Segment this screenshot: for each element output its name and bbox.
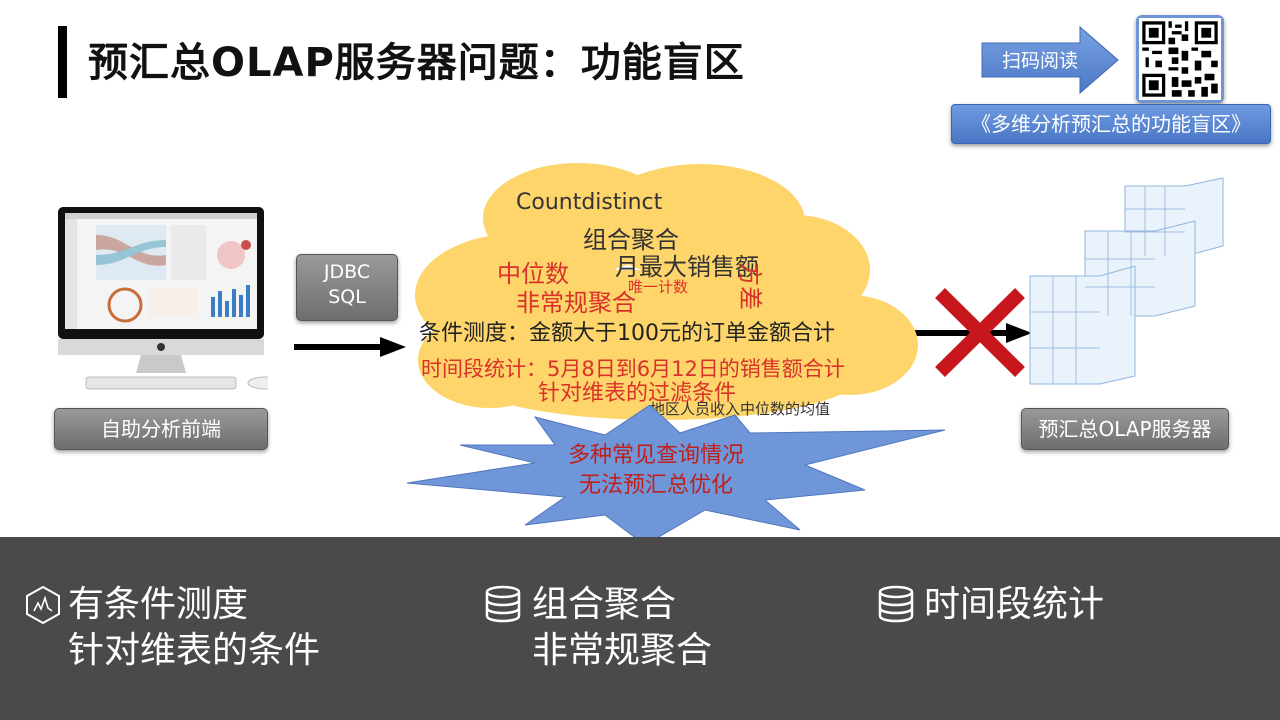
cloud-variance: 方差 bbox=[736, 262, 764, 310]
sql-label: SQL bbox=[328, 286, 366, 308]
starburst-shape bbox=[406, 405, 946, 546]
cloud-irregular-agg: 非常规聚合 bbox=[516, 289, 636, 317]
starburst-line1: 多种常见查询情况 bbox=[567, 443, 744, 468]
qr-code[interactable] bbox=[1136, 15, 1224, 103]
cloud-region-median: 地区人员收入中位数的均值 bbox=[650, 400, 831, 418]
right-arrow bbox=[914, 323, 1032, 343]
jdbc-sql-box: JDBC SQL bbox=[296, 254, 398, 321]
cloud-period-stat: 时间段统计：5月8日到6月12日的销售额合计 bbox=[421, 357, 845, 381]
summary-col1-line2: 针对维表的条件 bbox=[68, 630, 321, 671]
cloud-cond-measure: 条件测度：金额大于100元的订单金额合计 bbox=[419, 321, 835, 346]
page-title: 预汇总OLAP服务器问题：功能盲区 bbox=[88, 40, 745, 86]
scan-label: 扫码阅读 bbox=[1001, 50, 1078, 72]
cloud-dim-filter: 针对维表的过滤条件 bbox=[538, 381, 737, 406]
cloud-countdistinct: Countdistinct bbox=[516, 190, 663, 215]
qr-code-icon bbox=[1139, 18, 1221, 100]
title-accent-bar bbox=[58, 26, 67, 98]
olap-cube-image bbox=[1029, 177, 1224, 385]
jdbc-label: JDBC bbox=[323, 261, 371, 283]
red-cross-icon bbox=[935, 288, 1025, 377]
scan-arrow-shape bbox=[981, 25, 1119, 95]
summary-col2-line1: 组合聚合 bbox=[532, 584, 677, 625]
olap-server-label: 预汇总OLAP服务器 bbox=[1021, 408, 1229, 450]
database-icon-2 bbox=[878, 585, 914, 623]
starburst-line2: 无法预汇总优化 bbox=[578, 473, 733, 498]
cloud-unique-count: 唯一计数 bbox=[628, 278, 689, 296]
summary-col3-line1: 时间段统计 bbox=[924, 584, 1105, 625]
bottom-summary-panel bbox=[0, 537, 1280, 720]
article-link-button[interactable]: 《多维分析预汇总的功能盲区》 bbox=[951, 104, 1271, 144]
frontend-label: 自助分析前端 bbox=[54, 408, 268, 450]
cloud-group-agg: 组合聚合 bbox=[583, 226, 679, 254]
feature-cloud-shape bbox=[415, 163, 918, 420]
cloud-median: 中位数 bbox=[497, 260, 569, 288]
summary-col2-line2: 非常规聚合 bbox=[532, 630, 713, 671]
cloud-monthly-max: 月最大销售额 bbox=[615, 253, 759, 281]
imac-computer-image bbox=[58, 207, 268, 390]
database-icon bbox=[485, 585, 521, 623]
summary-col1-line1: 有条件测度 bbox=[68, 584, 249, 625]
left-arrow bbox=[294, 337, 406, 357]
hexagon-chart-icon bbox=[26, 585, 60, 625]
